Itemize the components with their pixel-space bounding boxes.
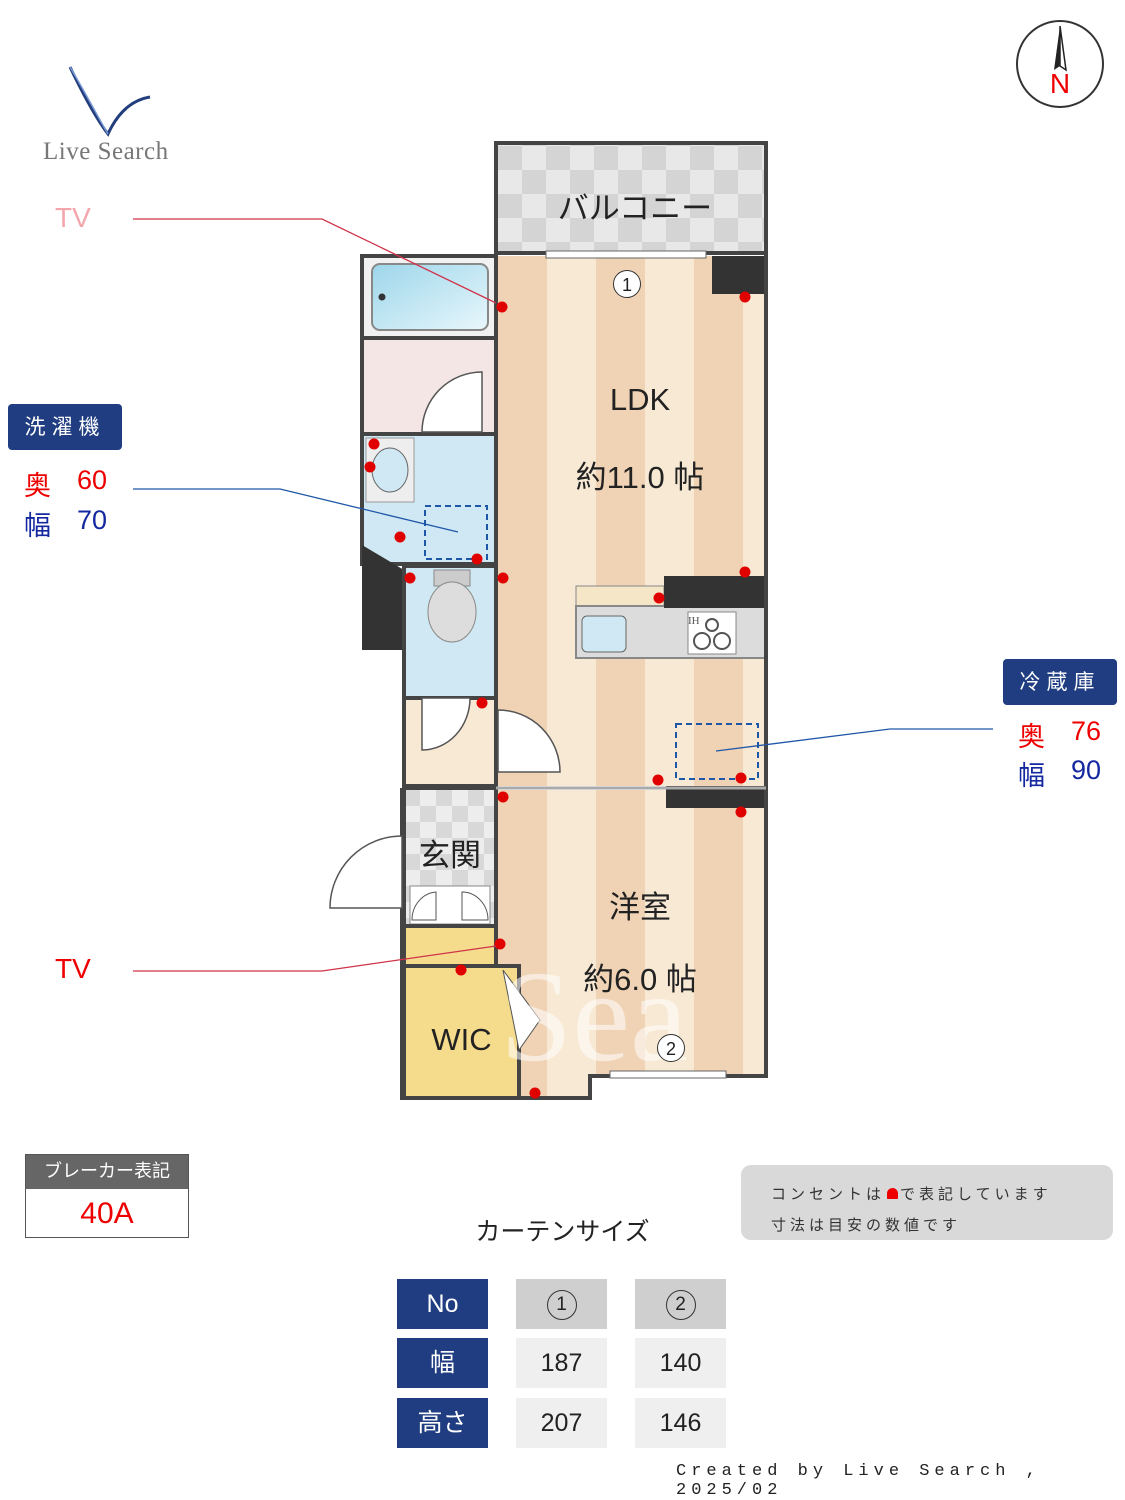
- compass-needle-icon: [1054, 25, 1067, 72]
- curtain-header-no: No: [397, 1279, 488, 1329]
- fridge-depth-label: 奥: [1018, 722, 1045, 753]
- fridge-space: [675, 723, 759, 780]
- washer-space: [424, 505, 488, 560]
- breaker-value: 40A: [80, 1197, 134, 1230]
- washer-badge: 洗濯機: [8, 404, 122, 450]
- western-room-size: 約6.0 帖: [583, 962, 697, 997]
- outlet-note: コンセントはで表記しています 寸法は目安の数値です: [741, 1165, 1113, 1240]
- balcony-area: [494, 141, 768, 255]
- tv-label-bottom: TV: [55, 953, 91, 984]
- ldk-floor: [496, 256, 766, 786]
- fridge-width-value: 90: [1071, 755, 1102, 785]
- western-room-floor: [496, 790, 766, 1098]
- curtain-header-2-circle: 2: [665, 1290, 696, 1320]
- curtain-row-height-label: 高さ: [397, 1398, 488, 1448]
- bathtub: [371, 263, 489, 331]
- note-line2: 寸法は目安の数値です: [771, 1216, 962, 1234]
- western-room-label: 洋室: [609, 890, 671, 925]
- washer-depth-label: 奥: [24, 471, 51, 502]
- washer-width-value: 70: [77, 505, 108, 535]
- footer-credit: Created by Live Search , 2025/02: [676, 1462, 1041, 1500]
- ldk-size: 約11.0 帖: [575, 460, 705, 495]
- curtain-header-1: 1: [516, 1279, 607, 1329]
- fridge-width-label: 幅: [1018, 761, 1045, 792]
- washer-depth-value: 60: [77, 465, 108, 495]
- window-1-marker: 1: [613, 270, 641, 298]
- outlet-dot-icon: [887, 1187, 899, 1199]
- curtain-header-1-circle: 1: [546, 1290, 577, 1320]
- live-search-logo-mark: [68, 66, 151, 137]
- window-2-marker: 2: [657, 1034, 685, 1062]
- floor-plan: IH Sea: [133, 141, 993, 1100]
- curtain-height-2: 146: [635, 1398, 726, 1448]
- curtain-row-width-label: 幅: [397, 1338, 488, 1388]
- balcony-label: バルコニー: [557, 191, 713, 226]
- entrance-label: 玄関: [419, 838, 481, 873]
- washer-width-label: 幅: [24, 511, 51, 542]
- watermark: Sea: [500, 945, 688, 1089]
- note-line1-a: コンセントは: [771, 1185, 886, 1203]
- wic-label: WIC: [431, 1022, 492, 1057]
- svg-text:IH: IH: [688, 615, 700, 627]
- curtain-height-1: 207: [516, 1398, 607, 1448]
- fridge-badge: 冷蔵庫: [1003, 659, 1117, 705]
- fridge-depth-value: 76: [1071, 716, 1102, 746]
- tv-label-top: TV: [55, 202, 91, 233]
- curtain-header-2: 2: [635, 1279, 726, 1329]
- breaker-title: ブレーカー表記: [26, 1155, 188, 1189]
- logo-text: Live Search: [43, 138, 169, 165]
- outlet-markers: [364, 291, 751, 1099]
- curtain-width-1: 187: [516, 1338, 607, 1388]
- ldk-label: LDK: [609, 382, 671, 417]
- breaker-box: ブレーカー表記 40A: [25, 1154, 189, 1238]
- note-line1-b: で表記しています: [900, 1185, 1052, 1203]
- curtain-width-2: 140: [635, 1338, 726, 1388]
- compass: [1016, 20, 1104, 108]
- curtain-title: カーテンサイズ: [475, 1217, 650, 1246]
- compass-north-label: N: [1049, 68, 1071, 99]
